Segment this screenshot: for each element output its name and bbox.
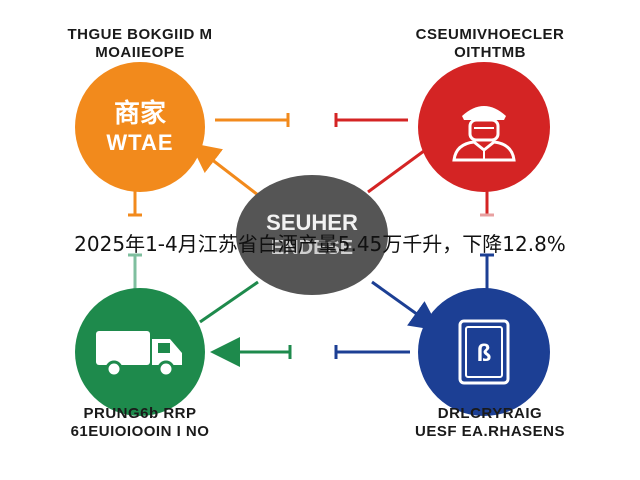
center-to-top-left-arrow: [190, 142, 259, 197]
delivery-node-circle: [75, 288, 205, 416]
center-label-line2: ENDESE: [270, 237, 354, 259]
bottom-left-label-line1: PRUNG6b RRP: [83, 405, 197, 422]
bottom-right-label-line1: DRLCRYRAIG: [437, 405, 543, 422]
center-to-top-right-line: [367, 146, 429, 194]
headline-text: 2025年1-4月江苏省白酒产量5.45万千升，下降12.8%: [74, 232, 566, 256]
delivery-truck-icon: [96, 331, 182, 378]
bottom-right-label-line2: UESF EA.RHASENS: [414, 423, 566, 440]
merchant-cn-label: 商家: [113, 99, 166, 129]
top-left-label: THGUE BOKGIID M MOAIIEOPE: [30, 26, 250, 62]
customer-node-circle: [418, 62, 550, 192]
center-to-bottom-left-line: [199, 280, 259, 324]
top-left-label-line1: THGUE BOKGIID M: [67, 26, 213, 43]
merchant-node-circle: 商家 WTAE: [75, 62, 205, 192]
svg-text:ß: ß: [477, 340, 492, 367]
bottom-left-label-line2: 61EUIOIOOIN I NO: [70, 423, 210, 440]
center-to-bottom-right-arrow: [371, 280, 441, 331]
top-right-label-line1: CSEUMIVHOECLER: [415, 26, 565, 43]
top-left-label-line2: MOAIIEOPE: [95, 44, 185, 61]
center-node-circle: SEUHER ENDESE: [236, 175, 388, 295]
bottom-left-label: PRUNG6b RRP 61EUIOIOOIN I NO: [30, 405, 250, 441]
center-label-line1: SEUHER: [266, 210, 358, 235]
top-right-label-line2: OITHTMB: [454, 44, 526, 61]
customer-avatar-icon: [452, 106, 516, 162]
top-right-label: CSEUMIVHOECLER OITHTMB: [380, 26, 600, 62]
payment-node-circle: ß: [418, 288, 550, 416]
merchant-en-label: WTAE: [106, 130, 174, 155]
tablet-payment-icon: ß: [458, 319, 510, 385]
bottom-right-label: DRLCRYRAIG UESF EA.RHASENS: [375, 405, 605, 441]
